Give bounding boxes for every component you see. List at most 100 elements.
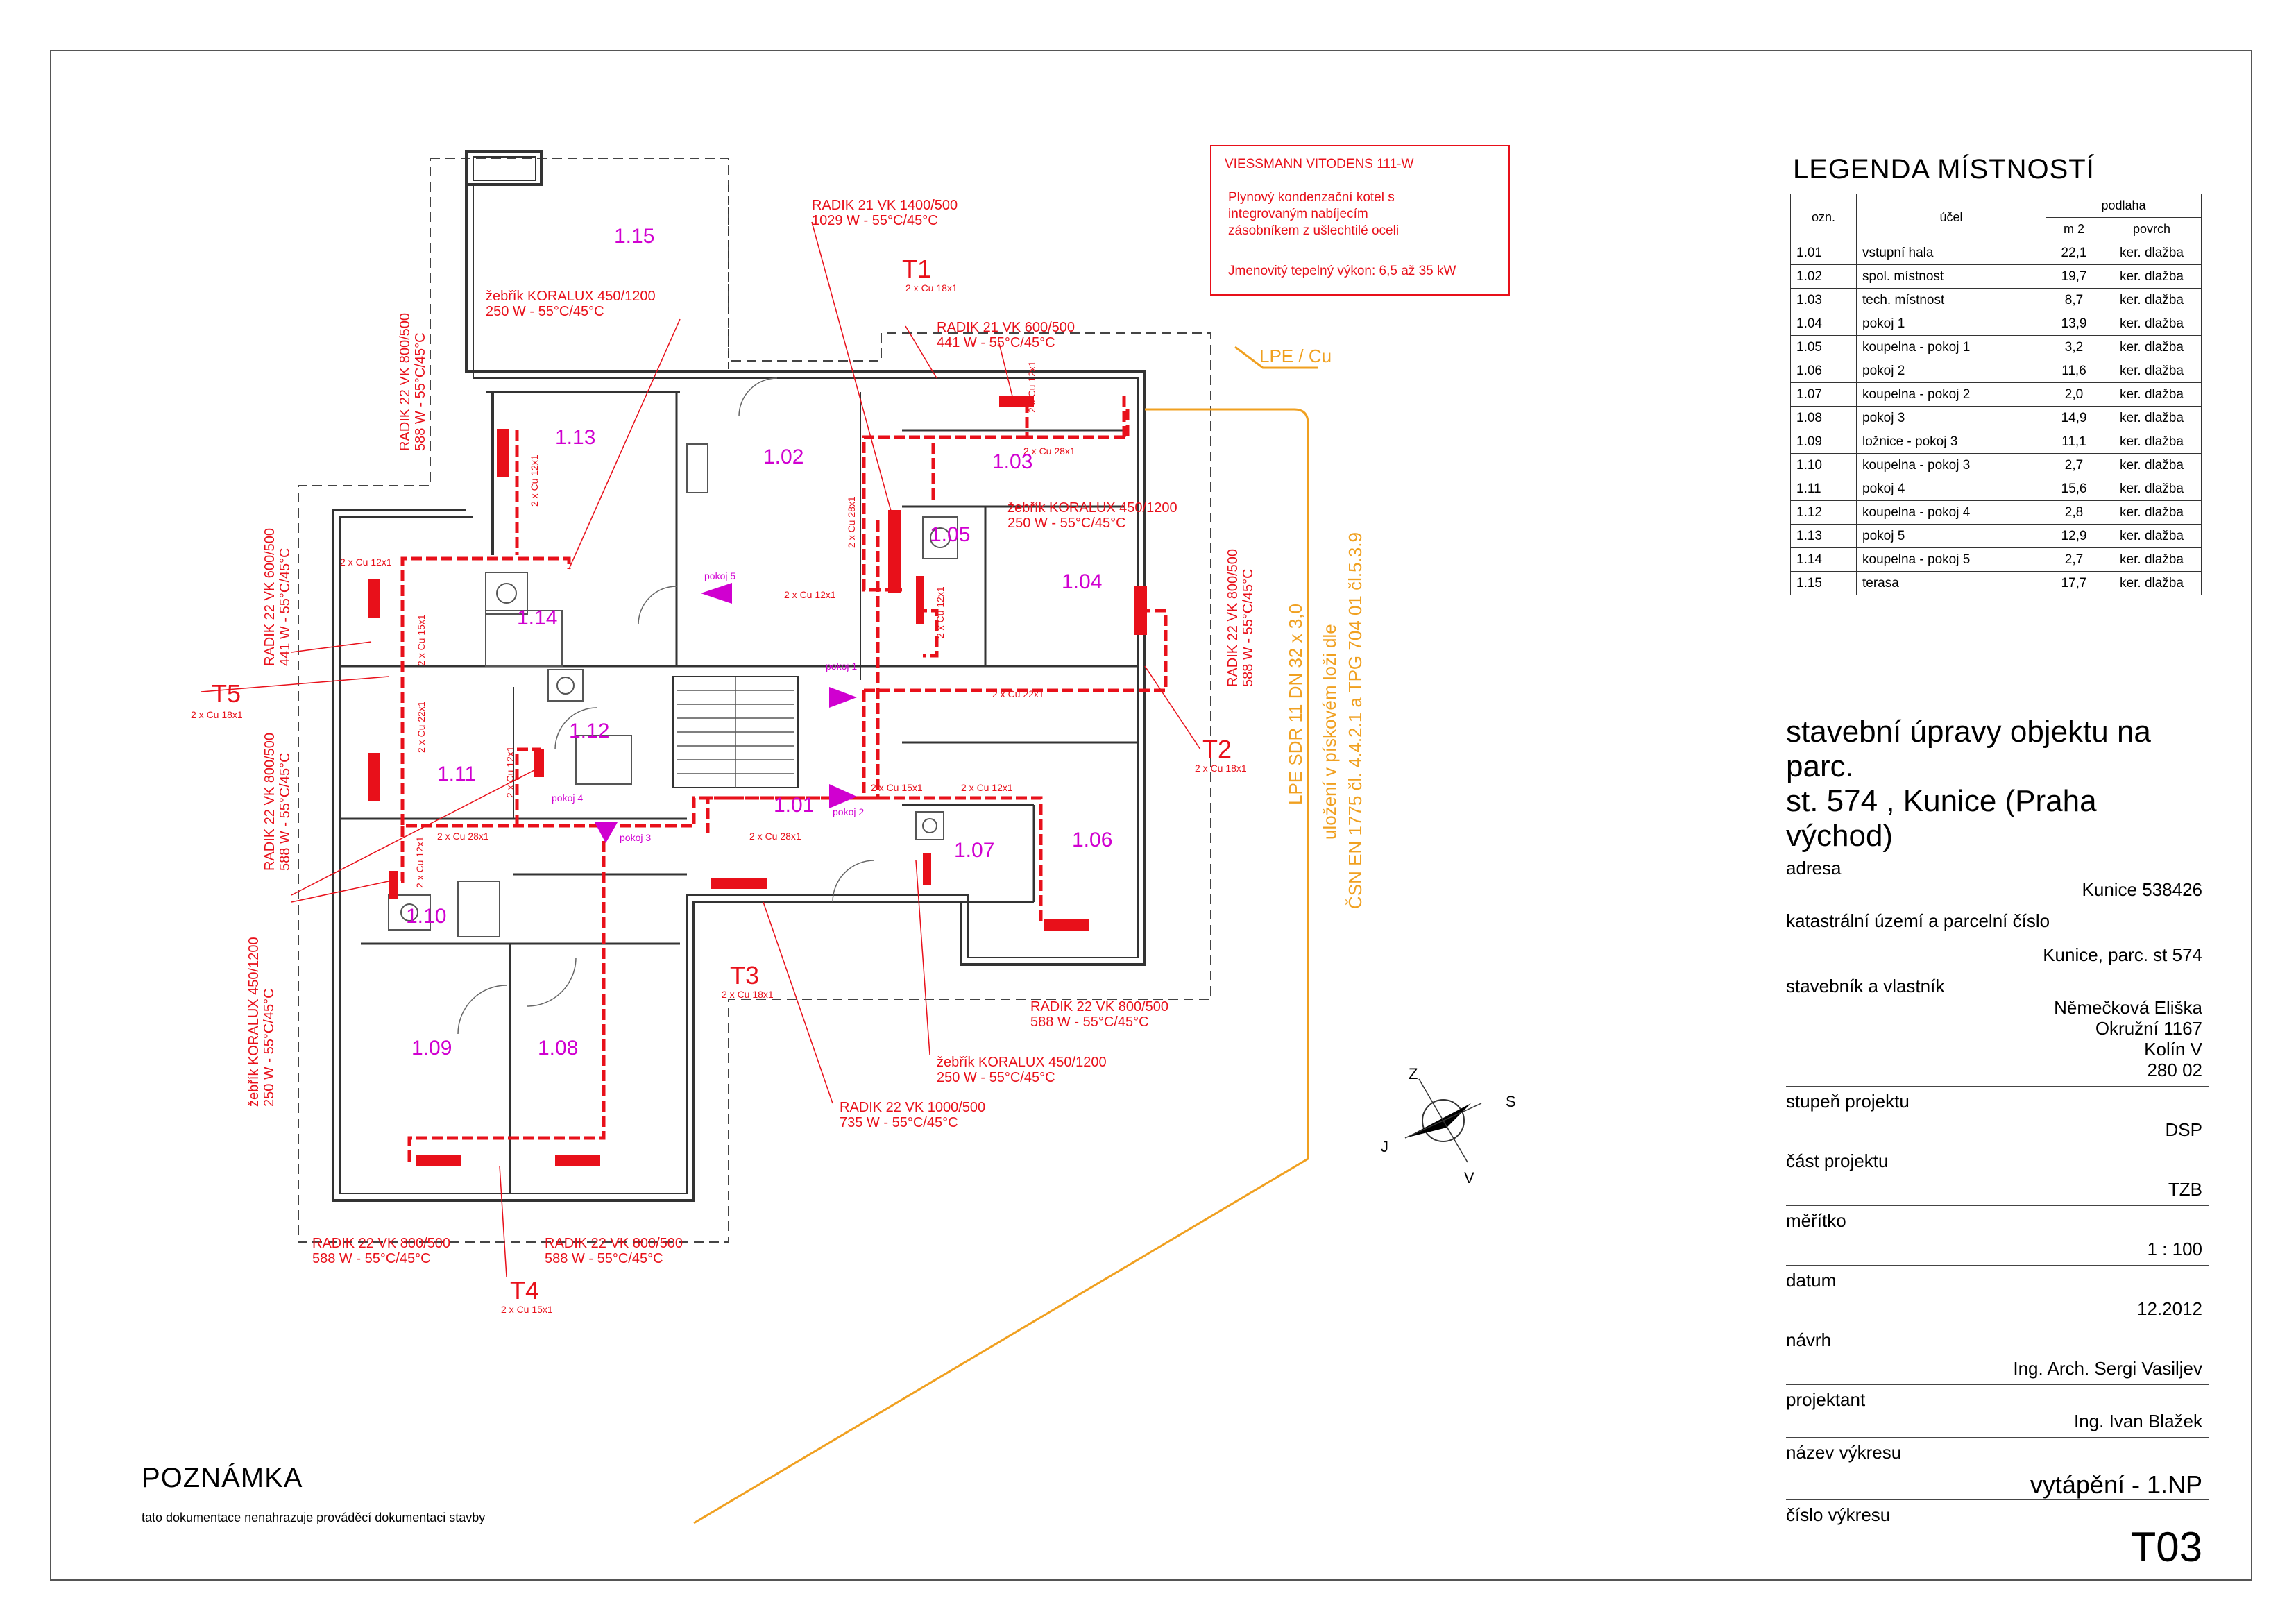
compass-z: Z: [1409, 1065, 1418, 1082]
legend-cell-ozn: 1.13: [1790, 524, 1857, 548]
legend-cell-m2: 14,9: [2046, 406, 2102, 430]
legend-cell-ucel: ložnice - pokoj 3: [1856, 430, 2046, 454]
legend-cell-povrch: ker. dlažba: [2102, 524, 2202, 548]
legend-cell-ucel: koupelna - pokoj 3: [1856, 453, 2046, 477]
investor-city: Kolín V: [2144, 1039, 2202, 1060]
radiator-label-8a: RADIK 22 VK 800/500: [1225, 549, 1241, 687]
scale-value: 1 : 100: [2147, 1239, 2202, 1259]
radiator-1-05: [916, 576, 924, 624]
room-1-01: 1.01: [774, 794, 814, 817]
legend-cell-ucel: koupelna - pokoj 5: [1856, 547, 2046, 572]
staircase-steps: [677, 677, 794, 788]
legend-cell-povrch: ker. dlažba: [2102, 288, 2202, 312]
legend-cell-ozn: 1.03: [1790, 288, 1857, 312]
room-1-03: 1.03: [992, 450, 1032, 473]
gas-label-3: ČSN EN 1775 čl. 4.4.2.1 a TPG 704 01 čl.…: [1345, 532, 1366, 909]
radiator-label-2b: 250 W - 55°C/45°C: [486, 304, 604, 319]
radiator-label-4b: 250 W - 55°C/45°C: [1007, 516, 1126, 531]
radiator-1-03: [999, 396, 1034, 407]
radiator-label-9b: 250 W - 55°C/45°C: [262, 988, 277, 1107]
radiator-label-14b: 588 W - 55°C/45°C: [545, 1251, 663, 1266]
address-label: adresa: [1786, 858, 1842, 878]
date-label: datum: [1786, 1270, 1837, 1291]
legend-cell-povrch: ker. dlažba: [2102, 406, 2202, 430]
building-walls: [332, 150, 1146, 1202]
legend-cell-povrch: ker. dlažba: [2102, 359, 2202, 383]
legend-cell-ozn: 1.10: [1790, 453, 1857, 477]
legend-cell-m2: 11,1: [2046, 430, 2102, 454]
legend-cell-m2: 12,9: [2046, 524, 2102, 548]
riser-t3: T3: [730, 961, 759, 989]
radiator-label-6a: RADIK 22 VK 600/500: [262, 528, 278, 666]
legend-cell-ucel: pokoj 2: [1856, 359, 2046, 383]
legend-header-podlaha: podlaha: [2046, 194, 2202, 218]
riser-t1-size: 2 x Cu 18x1: [905, 282, 958, 294]
legend-cell-m2: 8,7: [2046, 288, 2102, 312]
riser-t1: T1: [902, 255, 931, 283]
designer-label: projektant: [1786, 1389, 1866, 1410]
room-1-12: 1.12: [569, 720, 609, 742]
legend-cell-ozn: 1.12: [1790, 500, 1857, 525]
pipe-size: 2 x Cu 22x1: [992, 688, 1044, 699]
legend-cell-ucel: pokoj 3: [1856, 406, 2046, 430]
legend-cell-ozn: 1.08: [1790, 406, 1857, 430]
stage-value: DSP: [2165, 1119, 2202, 1140]
room-1-02: 1.02: [763, 445, 803, 468]
legend-cell-povrch: ker. dlažba: [2102, 547, 2202, 572]
radiator-1-06: [1044, 919, 1089, 931]
radiator-label-13a: RADIK 22 VK 800/500: [312, 1236, 450, 1251]
heating-pipes: [389, 396, 1168, 1166]
arrow-label-pokoj5: pokoj 5: [704, 570, 735, 581]
room-numbers: 1.15 1.13 1.02 1.03 1.05 1.04 1.14 1.12 …: [406, 225, 1112, 1060]
radiator-1-07: [923, 853, 931, 885]
legend-cell-ozn: 1.05: [1790, 335, 1857, 359]
compass: [1404, 1078, 1482, 1163]
cadastre-label: katastrální území a parcelní číslo: [1786, 910, 2050, 931]
legend-cell-povrch: ker. dlažba: [2102, 312, 2202, 336]
title-block: stavební úpravy objektu na parc. st. 574…: [1786, 715, 2209, 1569]
radiator-label-9a: žebřík KORALUX 450/1200: [246, 937, 262, 1107]
legend-cell-ucel: vstupní hala: [1856, 241, 2046, 265]
legend-cell-povrch: ker. dlažba: [2102, 241, 2202, 265]
room-1-11: 1.11: [437, 763, 476, 785]
radiator-1-09: [416, 1155, 461, 1166]
legend-cell-m2: 22,1: [2046, 241, 2102, 265]
flow-arrows: [595, 583, 857, 843]
pipe-size: 2 x Cu 28x1: [749, 831, 801, 842]
radiator-label-2a: žebřík KORALUX 450/1200: [486, 289, 656, 304]
compass-v: V: [1464, 1169, 1474, 1187]
address-value: Kunice 538426: [2082, 879, 2202, 900]
door-swings: [457, 377, 875, 1035]
legend-header-m2: m 2: [2046, 217, 2102, 241]
room-1-13: 1.13: [555, 426, 595, 449]
arrow-label-pokoj3: pokoj 3: [620, 832, 651, 843]
riser-t3-size: 2 x Cu 18x1: [722, 989, 774, 1000]
radiator-label-1a: RADIK 21 VK 1400/500: [812, 198, 958, 213]
radiator-label-5b: 588 W - 55°C/45°C: [413, 332, 428, 451]
legend-cell-ozn: 1.06: [1790, 359, 1857, 383]
legend-cell-m2: 11,6: [2046, 359, 2102, 383]
legend-cell-ucel: koupelna - pokoj 1: [1856, 335, 2046, 359]
legend-cell-povrch: ker. dlažba: [2102, 264, 2202, 289]
riser-t4-size: 2 x Cu 15x1: [501, 1304, 553, 1315]
radiator-1-02: [888, 510, 901, 593]
radiator-label-8b: 588 W - 55°C/45°C: [1241, 568, 1256, 687]
stage-label: stupeň projektu: [1786, 1091, 1910, 1112]
note: POZNÁMKA tato dokumentace nenahrazuje pr…: [142, 1463, 485, 1525]
sanitary-fixtures: [388, 443, 958, 937]
room-1-04: 1.04: [1062, 570, 1102, 593]
room-1-06: 1.06: [1072, 829, 1112, 851]
drawing-frame: [50, 50, 2252, 1581]
pipe-size: 2 x Cu 28x1: [846, 496, 857, 548]
legend-cell-m2: 2,8: [2046, 500, 2102, 525]
